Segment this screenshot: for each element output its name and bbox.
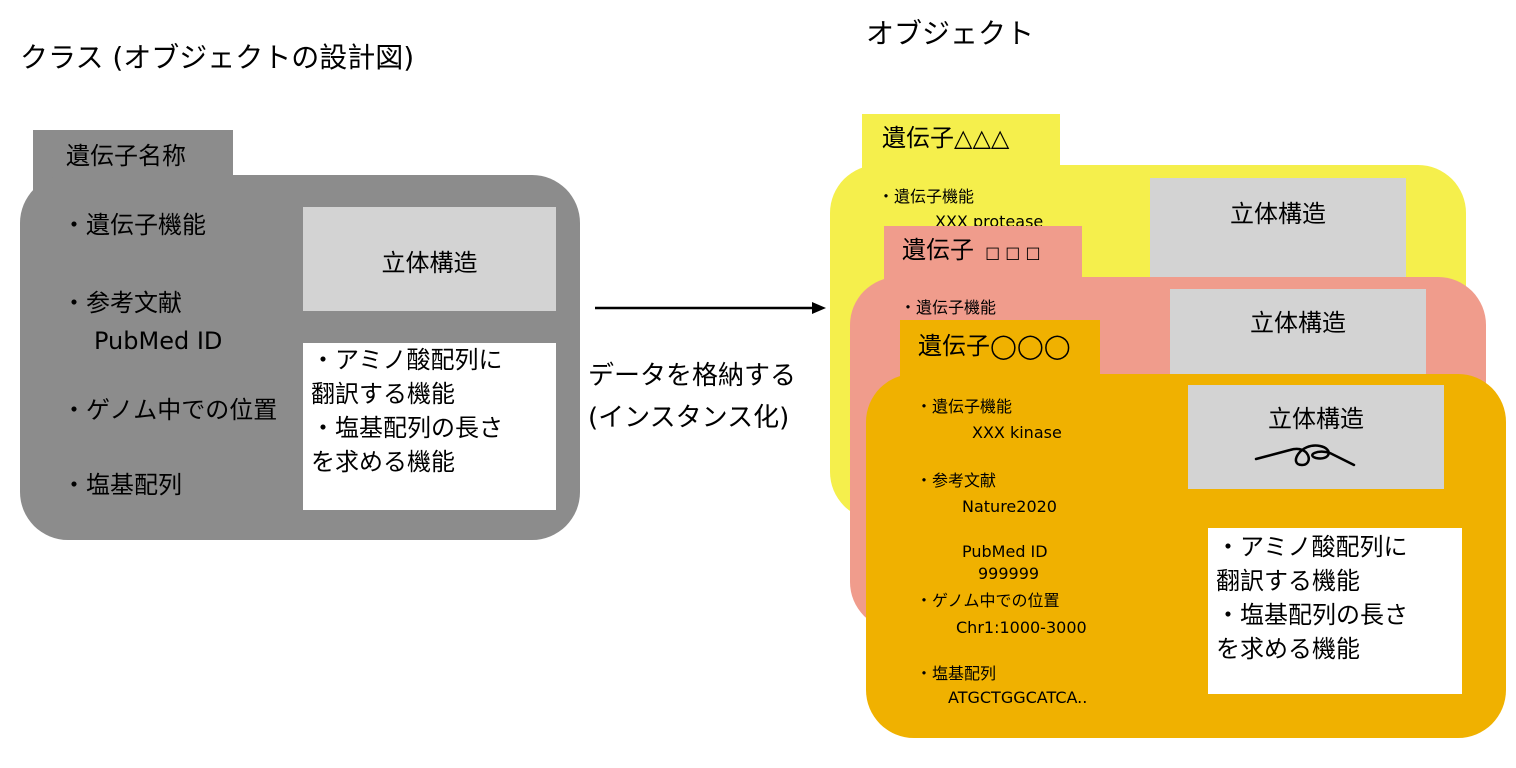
orange-tab-title: 遺伝子◯◯◯ — [918, 326, 1071, 361]
class-tab-label: 遺伝子名称 — [66, 142, 186, 170]
class-methods-list: ・アミノ酸配列に 翻訳する機能 ・塩基配列の長さ を求める機能 — [311, 343, 503, 479]
orange-ref-label: ・参考文献 — [916, 471, 997, 490]
pink-tab-symbols: □ □ □ — [985, 243, 1041, 262]
orange-position-value: Chr1:1000-3000 — [956, 618, 1087, 637]
yellow-item-function: ・遺伝子機能 — [878, 187, 975, 206]
orange-seq-value: ATGCTGGCATCA.. — [948, 688, 1088, 707]
orange-method-line: 翻訳する機能 — [1216, 567, 1360, 596]
protein-structure-icon — [1254, 444, 1356, 467]
class-title: クラス (オブジェクトの設計図) — [20, 41, 415, 74]
class-item-function: ・遺伝子機能 — [62, 211, 206, 239]
orange-method-line: ・アミノ酸配列に — [1216, 533, 1408, 561]
arrow-caption-2: (インスタンス化) — [588, 403, 790, 433]
yellow-structure-panel: 立体構造 — [1150, 178, 1406, 278]
orange-method-line: ・塩基配列の長さ — [1216, 601, 1408, 630]
class-method-line: ・アミノ酸配列に — [311, 346, 503, 374]
class-item-pubmed: PubMed ID — [94, 327, 223, 355]
orange-seq-label: ・塩基配列 — [916, 664, 997, 683]
orange-pubmed-label: PubMed ID — [962, 542, 1048, 561]
class-item-position: ・ゲノム中での位置 — [62, 396, 278, 424]
orange-structure-label: 立体構造 — [1268, 405, 1364, 433]
class-methods-panel: ・アミノ酸配列に 翻訳する機能 ・塩基配列の長さ を求める機能 — [303, 343, 556, 510]
orange-methods-panel: ・アミノ酸配列に 翻訳する機能 ・塩基配列の長さ を求める機能 — [1208, 528, 1462, 694]
class-method-line: を求める機能 — [311, 448, 455, 477]
arrow-head-icon — [812, 302, 826, 314]
orange-method-line: を求める機能 — [1216, 635, 1360, 664]
pink-structure-label: 立体構造 — [1250, 309, 1346, 337]
pink-tab-title: 遺伝子 □ □ □ — [902, 230, 1041, 265]
orange-position-label: ・ゲノム中での位置 — [916, 591, 1060, 610]
orange-tab-label: 遺伝子 — [918, 332, 990, 360]
orange-structure-panel: 立体構造 — [1188, 385, 1444, 489]
orange-methods-list: ・アミノ酸配列に 翻訳する機能 ・塩基配列の長さ を求める機能 — [1216, 530, 1408, 666]
object-title: オブジェクト — [866, 17, 1035, 50]
orange-function-label: ・遺伝子機能 — [916, 397, 1013, 416]
pink-item-function: ・遺伝子機能 — [900, 298, 997, 317]
pink-structure-panel: 立体構造 — [1170, 289, 1426, 389]
orange-pubmed-value: 999999 — [978, 564, 1040, 583]
class-method-line: 翻訳する機能 — [311, 380, 455, 409]
arrow-caption-1: データを格納する — [588, 361, 797, 391]
orange-tab-symbols: ◯◯◯ — [990, 332, 1071, 360]
pink-tab-label: 遺伝子 — [902, 236, 974, 264]
yellow-tab-label: 遺伝子△△△ — [882, 124, 1010, 152]
class-item-sequence: ・塩基配列 — [62, 471, 182, 499]
yellow-structure-label: 立体構造 — [1230, 200, 1326, 228]
class-item-reference: ・参考文献 — [62, 289, 182, 317]
class-structure-panel: 立体構造 — [303, 207, 556, 311]
class-method-line: ・塩基配列の長さ — [311, 414, 503, 443]
orange-function-value: XXX kinase — [972, 423, 1062, 442]
class-structure-label: 立体構造 — [381, 249, 478, 277]
orange-ref-value: Nature2020 — [962, 497, 1057, 516]
instantiate-arrow — [595, 302, 826, 314]
